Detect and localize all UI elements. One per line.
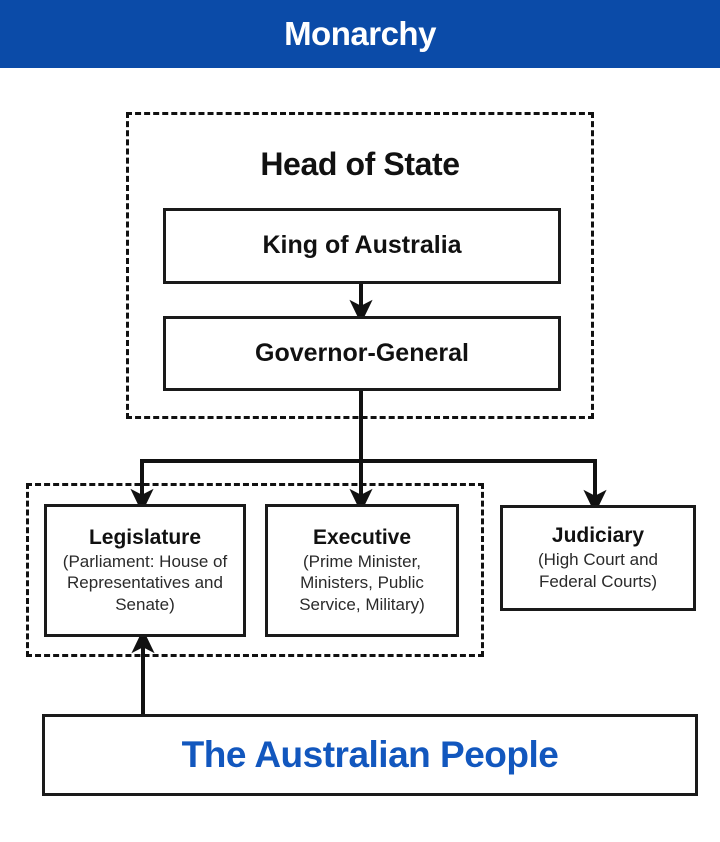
node-executive[interactable]: Executive (Prime Minister, Ministers, Pu… — [265, 504, 459, 637]
node-judiciary-title: Judiciary — [551, 524, 645, 548]
node-legislature[interactable]: Legislature (Parliament: House of Repres… — [44, 504, 246, 637]
node-the-australian-people[interactable]: The Australian People — [42, 714, 698, 796]
group-head-of-state-label: Head of State — [260, 146, 460, 182]
node-king-of-australia-title: King of Australia — [262, 231, 462, 260]
node-governor-general-title: Governor-General — [255, 338, 469, 367]
node-executive-subtitle: (Prime Minister, Ministers, Public Servi… — [299, 551, 425, 614]
node-the-australian-people-title: The Australian People — [181, 733, 559, 775]
node-governor-general[interactable]: Governor-General — [163, 316, 561, 391]
node-legislature-title: Legislature — [88, 525, 202, 549]
node-judiciary-subtitle: (High Court and Federal Courts) — [537, 550, 658, 591]
page-title: Monarchy — [284, 15, 436, 52]
header-banner: Monarchy — [0, 0, 720, 68]
node-executive-title: Executive — [312, 525, 412, 549]
node-judiciary[interactable]: Judiciary (High Court and Federal Courts… — [500, 505, 696, 611]
node-king-of-australia[interactable]: King of Australia — [163, 208, 561, 284]
node-legislature-subtitle: (Parliament: House of Representatives an… — [62, 551, 228, 614]
group-branches-of-government — [26, 483, 484, 657]
group-head-of-state — [126, 112, 594, 419]
